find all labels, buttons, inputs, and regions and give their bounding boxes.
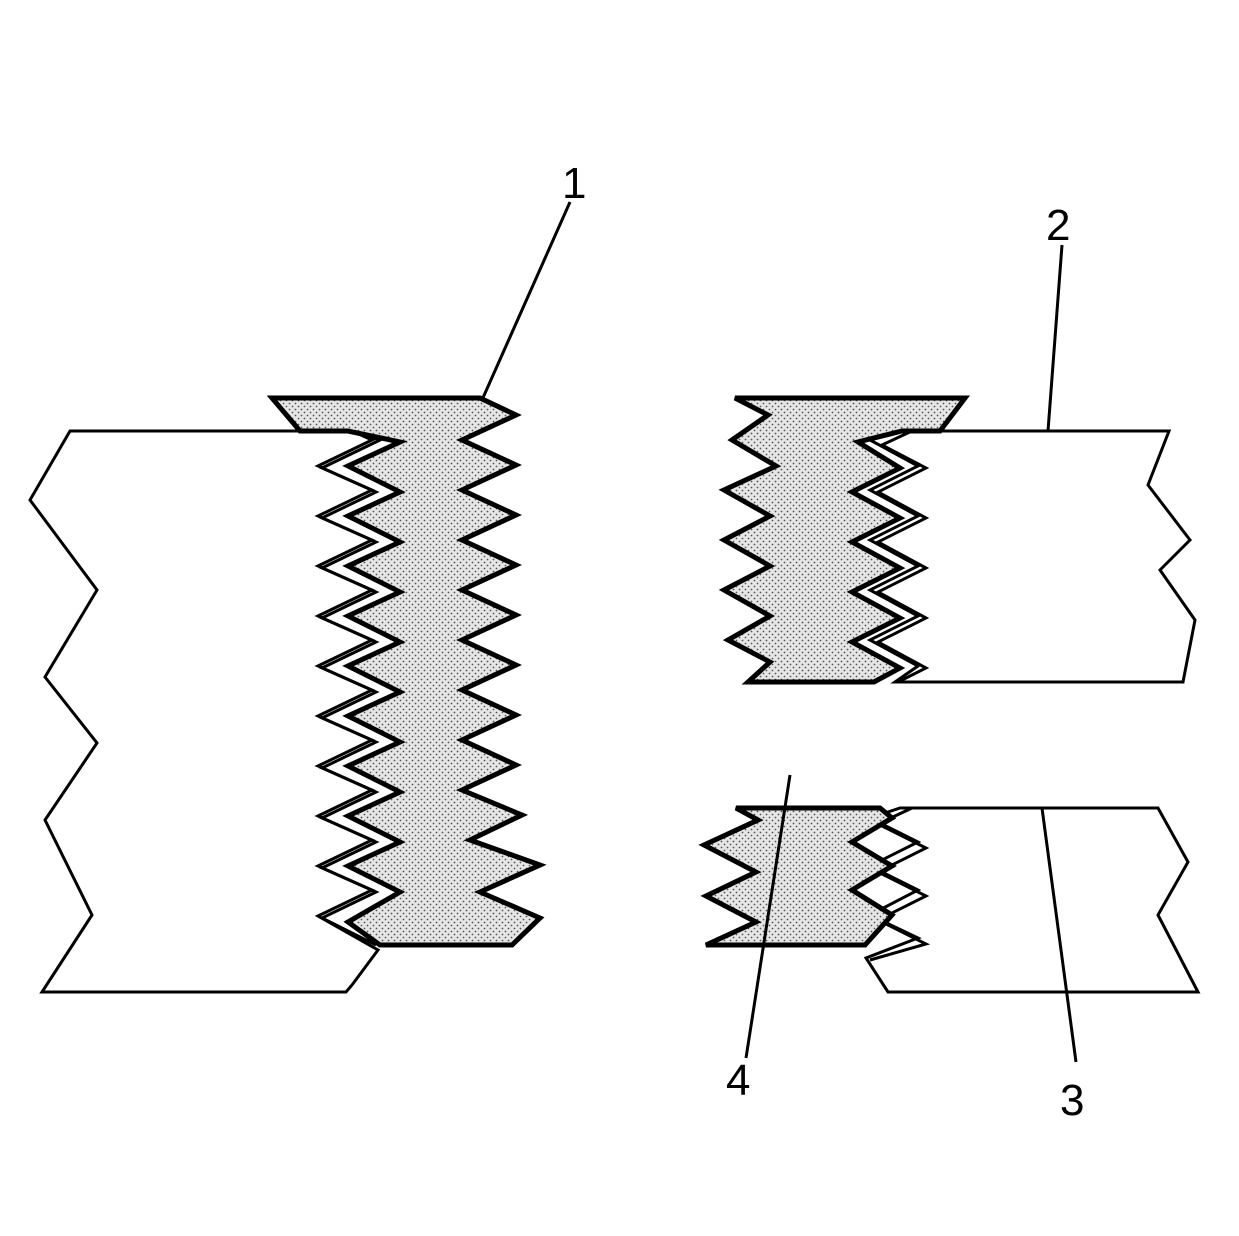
left-tapped-hole-thread [318, 429, 385, 947]
callout-labels: 1 2 3 4 [562, 159, 1084, 1125]
right-top-tapped-hole-thread [874, 429, 930, 684]
callout-1: 1 [562, 159, 586, 208]
leader-2 [1046, 244, 1064, 432]
leader-3 [1040, 807, 1078, 1063]
callout-2: 2 [1046, 201, 1070, 250]
right-bottom-workpiece [863, 806, 1201, 994]
right-bottom-tapped-hole-thread [869, 806, 931, 962]
leader-lines [480, 201, 1078, 1063]
callout-4: 4 [726, 1056, 750, 1105]
right-top-assembly [718, 395, 1197, 685]
leader-1 [480, 201, 572, 401]
right-top-workpiece [866, 429, 1197, 684]
callout-3: 3 [1060, 1076, 1084, 1125]
left-threaded-insert [266, 395, 547, 948]
left-assembly [28, 395, 547, 994]
right-bottom-threaded-insert [698, 805, 897, 948]
right-top-threaded-insert [718, 395, 971, 685]
leader-4 [744, 774, 792, 1059]
right-bottom-assembly [698, 805, 1201, 994]
